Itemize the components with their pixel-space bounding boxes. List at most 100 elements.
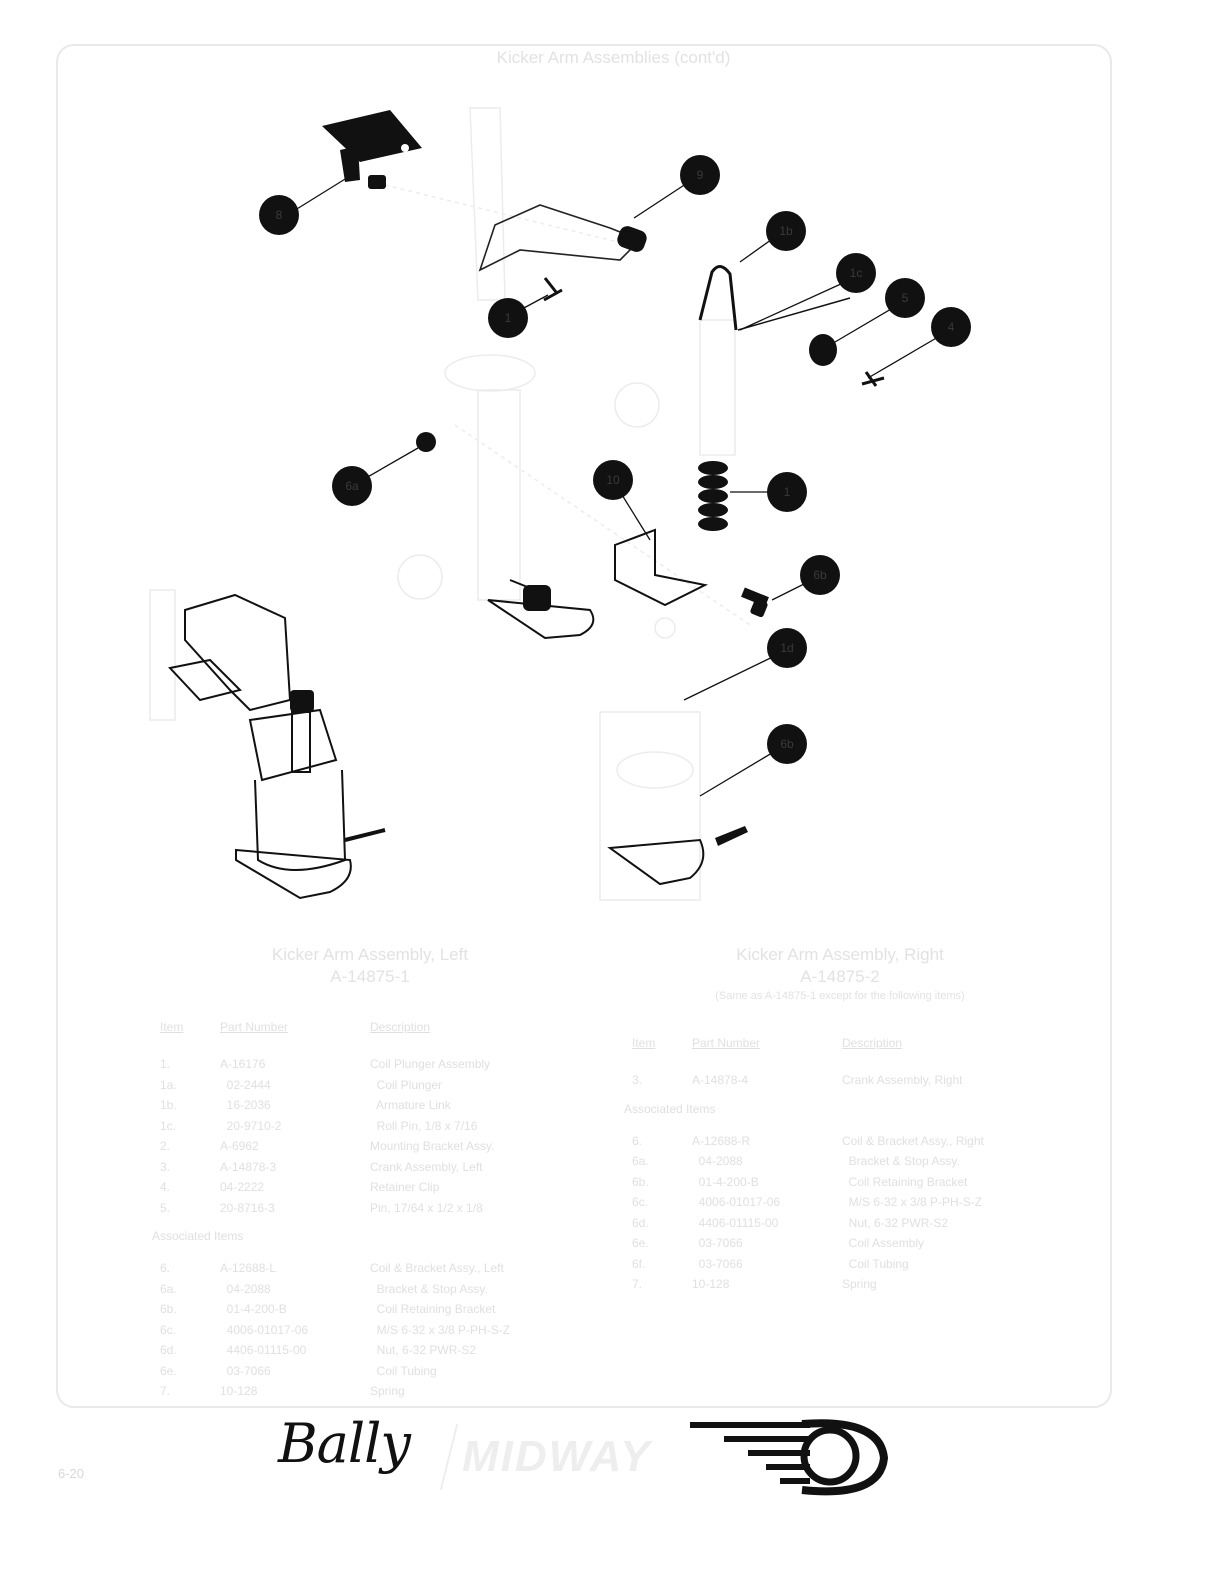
left-assoc-part-item: 6d. (160, 1343, 177, 1357)
right-assoc-part-desc: M/S 6-32 x 3/8 P-PH-S-Z (842, 1195, 983, 1209)
left-part-desc: Coil Plunger (370, 1077, 443, 1092)
crank-part (322, 110, 422, 189)
right-assoc-part-item: 6f. (632, 1256, 646, 1271)
left-assoc-part-part: 03-7066 (220, 1363, 271, 1378)
right-assoc-part-item: 6d. (632, 1215, 649, 1230)
left-part-part: 02-2444 (220, 1077, 271, 1092)
svg-text:1b: 1b (779, 224, 793, 238)
left-title-text: Kicker Arm Assembly, Left (271, 945, 469, 964)
right-assoc-part-row: 6c. 4006-01017-06 M/S 6-32 x 3/8 P-PH-S-… (632, 1192, 1062, 1213)
callout-item-1c: 1c (836, 253, 876, 293)
svg-text:5: 5 (902, 291, 909, 305)
svg-text:6b: 6b (780, 737, 794, 751)
right-assoc-part-desc: Spring (842, 1277, 877, 1291)
left-part-row: 1a. 02-2444 Coil Plunger (160, 1075, 590, 1096)
svg-text:8: 8 (276, 208, 283, 222)
screw-part (741, 587, 769, 618)
left-part-part: A-14878-3 (220, 1159, 277, 1174)
right-part-number: A-14875-2 (800, 967, 880, 986)
right-assoc-part-desc: Bracket & Stop Assy. (842, 1154, 960, 1168)
right-assoc-part-row: 6e. 03-7066 Coil Assembly (632, 1233, 1062, 1254)
right-assoc-part-desc: Coil Assembly (842, 1236, 925, 1250)
right-assoc-part-part: A-12688-R (692, 1133, 751, 1148)
right-title-text: Kicker Arm Assembly, Right (736, 945, 944, 964)
svg-text:6a: 6a (345, 479, 359, 493)
left-part-number: A-14875-1 (330, 967, 410, 986)
svg-text:10: 10 (606, 473, 620, 487)
left-part-item: 5. (160, 1200, 171, 1215)
left-assoc-part-item: 6c. (160, 1322, 177, 1337)
left-part-item: 1c. (160, 1118, 177, 1133)
callout-item-1b: 1b (766, 211, 806, 251)
coil-retaining-bracket (614, 528, 709, 607)
right-part-item: 3. (632, 1073, 643, 1087)
svg-text:9: 9 (697, 168, 704, 182)
left-assoc-part-row: 6a. 04-2088 Bracket & Stop Assy. (160, 1279, 590, 1300)
left-assoc-part-row: 6e. 03-7066 Coil Tubing (160, 1361, 590, 1382)
clip-right (861, 371, 885, 387)
left-table-header: Item Part Number Description (160, 1020, 590, 1034)
left-assoc-part-part: 4006-01017-06 (220, 1322, 309, 1337)
left-part-desc: Retainer Clip (370, 1180, 440, 1194)
left-part-item: 3. (160, 1159, 171, 1174)
left-assoc-part-row: 6. A-12688-L Coil & Bracket Assy., Left (160, 1258, 590, 1279)
left-part-item: 1a. (160, 1077, 177, 1092)
right-assoc-part-desc: Nut, 6-32 PWR-S2 (842, 1215, 949, 1230)
right-subtitle: (Same as A-14875-1 except for the follow… (715, 990, 965, 1002)
callout-item-1d: 1d (767, 628, 807, 668)
left-assoc-part-desc: Nut, 6-32 PWR-S2 (370, 1343, 477, 1357)
left-part-desc: Coil Plunger Assembly (370, 1057, 491, 1071)
right-table-header: Item Part Number Description (632, 1036, 1062, 1050)
page-frame (56, 44, 1112, 1408)
callout-item-6b: 6b (800, 555, 840, 595)
left-part-desc: Armature Link (370, 1098, 451, 1112)
left-assoc-part-item: 6a. (160, 1281, 177, 1296)
left-part-item: 2. (160, 1139, 171, 1153)
nut-part (416, 432, 436, 452)
page-number: 6-20 (58, 1466, 85, 1481)
left-assoc-part-part: A-12688-L (220, 1261, 277, 1275)
right-assoc-part-row: 6f. 03-7066 Coil Tubing (632, 1254, 1062, 1275)
left-assoc-part-row: 6d. 4406-01115-00 Nut, 6-32 PWR-S2 (160, 1340, 590, 1361)
washer-part (809, 334, 837, 366)
right-assoc-part-item: 6e. (632, 1236, 649, 1250)
left-assoc-part-item: 6b. (160, 1302, 177, 1316)
svg-text:4: 4 (948, 320, 955, 334)
svg-text:6b: 6b (813, 568, 827, 582)
left-assoc-part-desc: Coil & Bracket Assy., Left (370, 1261, 504, 1275)
left-assoc-part-item: 6. (160, 1261, 171, 1275)
svg-text:1: 1 (505, 311, 512, 325)
callout-item-10: 10 (593, 460, 633, 500)
left-plunger (290, 690, 314, 773)
left-part-desc: Roll Pin, 1/8 x 7/16 (370, 1118, 478, 1133)
left-assoc-part-desc: Coil Tubing (370, 1363, 437, 1378)
callout-item-6b-lower: 6b (767, 724, 807, 764)
right-part-part: A-14878-4 (692, 1073, 749, 1087)
right-assoc-part-item: 6b. (632, 1174, 649, 1189)
callout-item-6a: 6a (332, 466, 372, 506)
right-assoc-part-part: 4406-01115-00 (692, 1215, 779, 1230)
right-assembly-title: Kicker Arm Assembly, Right A-14875-2 (Sa… (640, 944, 1040, 1004)
callout-item-4: 4 (931, 307, 971, 347)
left-assoc-part-desc: M/S 6-32 x 3/8 P-PH-S-Z (370, 1322, 511, 1337)
left-associated-label: Associated Items (152, 1229, 244, 1243)
right-assoc-part-row: 6a. 04-2088 Bracket & Stop Assy. (632, 1151, 1062, 1172)
right-assoc-part-part: 10-128 (692, 1277, 730, 1291)
right-assoc-part-row: 6b. 01-4-200-B Coil Retaining Bracket (632, 1172, 1062, 1193)
right-assoc-part-desc: Coil Tubing (842, 1256, 909, 1271)
left-assoc-part-desc: Coil Retaining Bracket (370, 1302, 496, 1316)
callout-item-5: 5 (885, 278, 925, 318)
left-part-item: 1. (160, 1057, 171, 1071)
right-assoc-part-item: 6c. (632, 1195, 649, 1209)
right-header-part: Part Number (692, 1036, 761, 1050)
